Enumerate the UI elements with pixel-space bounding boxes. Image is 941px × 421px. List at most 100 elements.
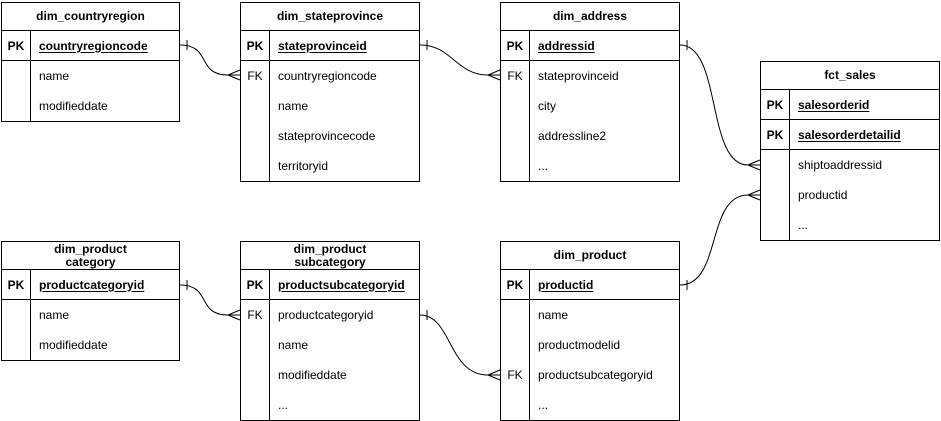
table-dim-stateprovince[interactable]: dim_stateprovince PK stateprovinceid FK … [240, 2, 420, 182]
table-row: name [501, 300, 679, 330]
field-name: productid [798, 188, 848, 202]
table-row: PK stateprovinceid [241, 31, 419, 61]
field-name: stateprovinceid [278, 38, 367, 53]
field-name: ... [538, 398, 549, 412]
table-row: stateprovincecode [241, 121, 419, 151]
key-cell [501, 300, 530, 330]
key-cell: FK [501, 61, 530, 91]
field-name: addressid [538, 38, 595, 53]
field-name: productmodelid [538, 338, 621, 352]
key-cell: PK [2, 31, 31, 60]
field-name: territoryid [278, 159, 329, 173]
field-name: salesorderdetailid [798, 127, 901, 142]
table-row: PK countryregioncode [2, 31, 179, 61]
table-row: name [2, 61, 179, 91]
table-title-text: category [65, 254, 116, 269]
table-title: dim_product [501, 242, 679, 270]
table-row: productid [761, 180, 939, 210]
key-cell: PK [761, 90, 790, 119]
key-cell [501, 390, 530, 420]
table-row: city [501, 91, 679, 121]
field-name: productsubcategoryid [538, 368, 653, 382]
field-name: salesorderid [798, 97, 870, 112]
key-cell: PK [241, 270, 270, 299]
table-row: ... [501, 390, 679, 420]
table-row: modifieddate [2, 91, 179, 121]
edge-productsubcategory-product [419, 310, 501, 381]
field-name: productsubcategoryid [278, 277, 405, 292]
table-row: PK salesorderid [761, 90, 939, 120]
field-name: ... [278, 398, 289, 412]
key-cell [501, 91, 530, 121]
field-name: stateprovincecode [278, 129, 376, 143]
key-cell [501, 121, 530, 151]
key-cell [241, 121, 270, 151]
table-dim-productcategory[interactable]: dim_product category PK productcategoryi… [1, 241, 180, 361]
table-dim-productsubcategory[interactable]: dim_product subcategory PK productsubcat… [240, 241, 420, 421]
table-row: PK salesorderdetailid [761, 120, 939, 150]
edge-productcategory-productsubcategory [179, 280, 241, 321]
table-row: addressline2 [501, 121, 679, 151]
table-title-text: dim_address [552, 9, 628, 23]
field-name: countryregioncode [39, 38, 148, 53]
key-cell [241, 151, 270, 181]
table-row: ... [761, 210, 939, 240]
table-row: name [2, 300, 179, 330]
table-title-text: dim_stateprovince [276, 9, 384, 23]
table-row: name [241, 91, 419, 121]
table-row: FK countryregioncode [241, 61, 419, 91]
key-cell [241, 360, 270, 390]
field-name: modifieddate [278, 368, 347, 382]
field-name: name [538, 308, 569, 322]
table-row: ... [241, 390, 419, 420]
key-cell [2, 61, 31, 91]
table-title: fct_sales [761, 62, 939, 90]
field-name: modifieddate [39, 99, 108, 113]
table-title-text: dim_product [553, 248, 627, 262]
table-row: ... [501, 151, 679, 181]
table-title-text: dim_countryregion [36, 9, 145, 23]
key-cell [761, 150, 790, 180]
key-cell [2, 330, 31, 360]
table-title-text: dim_product [54, 241, 127, 256]
table-title: dim_address [501, 3, 679, 31]
table-dim-countryregion[interactable]: dim_countryregion PK countryregioncode n… [1, 2, 180, 122]
field-name: countryregioncode [278, 69, 377, 83]
key-cell [2, 91, 31, 121]
key-cell [241, 330, 270, 360]
table-fct-sales[interactable]: fct_sales PK salesorderid PK salesorderd… [760, 61, 940, 241]
table-row: FK productsubcategoryid [501, 360, 679, 390]
table-row: PK productcategoryid [2, 270, 179, 300]
key-cell: FK [501, 360, 530, 390]
field-name: productcategoryid [278, 308, 374, 322]
table-row: territoryid [241, 151, 419, 181]
field-name: productid [538, 277, 594, 292]
table-title: dim_stateprovince [241, 3, 419, 31]
table-dim-product[interactable]: dim_product PK productid name productmod… [500, 241, 680, 421]
key-cell: PK [2, 270, 31, 299]
key-cell: PK [501, 31, 530, 60]
key-cell: PK [761, 120, 790, 149]
field-name: addressline2 [538, 129, 607, 143]
key-cell: PK [501, 270, 530, 299]
key-cell [761, 210, 790, 240]
key-cell: FK [241, 300, 270, 330]
table-row: PK productsubcategoryid [241, 270, 419, 300]
key-cell: FK [241, 61, 270, 91]
table-row: FK stateprovinceid [501, 61, 679, 91]
table-row: PK addressid [501, 31, 679, 61]
table-row: name [241, 330, 419, 360]
table-row: modifieddate [241, 360, 419, 390]
table-title-text: fct_sales [824, 68, 876, 82]
field-name: ... [798, 218, 809, 232]
edge-countryregion-stateprovince [179, 40, 241, 81]
edge-product-fctsales [679, 189, 761, 290]
table-row: productmodelid [501, 330, 679, 360]
key-cell [501, 151, 530, 181]
table-title-text: dim_product [293, 241, 367, 256]
table-row: PK productid [501, 270, 679, 300]
key-cell: PK [241, 31, 270, 60]
edge-stateprovince-address [419, 40, 501, 81]
table-dim-address[interactable]: dim_address PK addressid FK stateprovinc… [500, 2, 680, 182]
